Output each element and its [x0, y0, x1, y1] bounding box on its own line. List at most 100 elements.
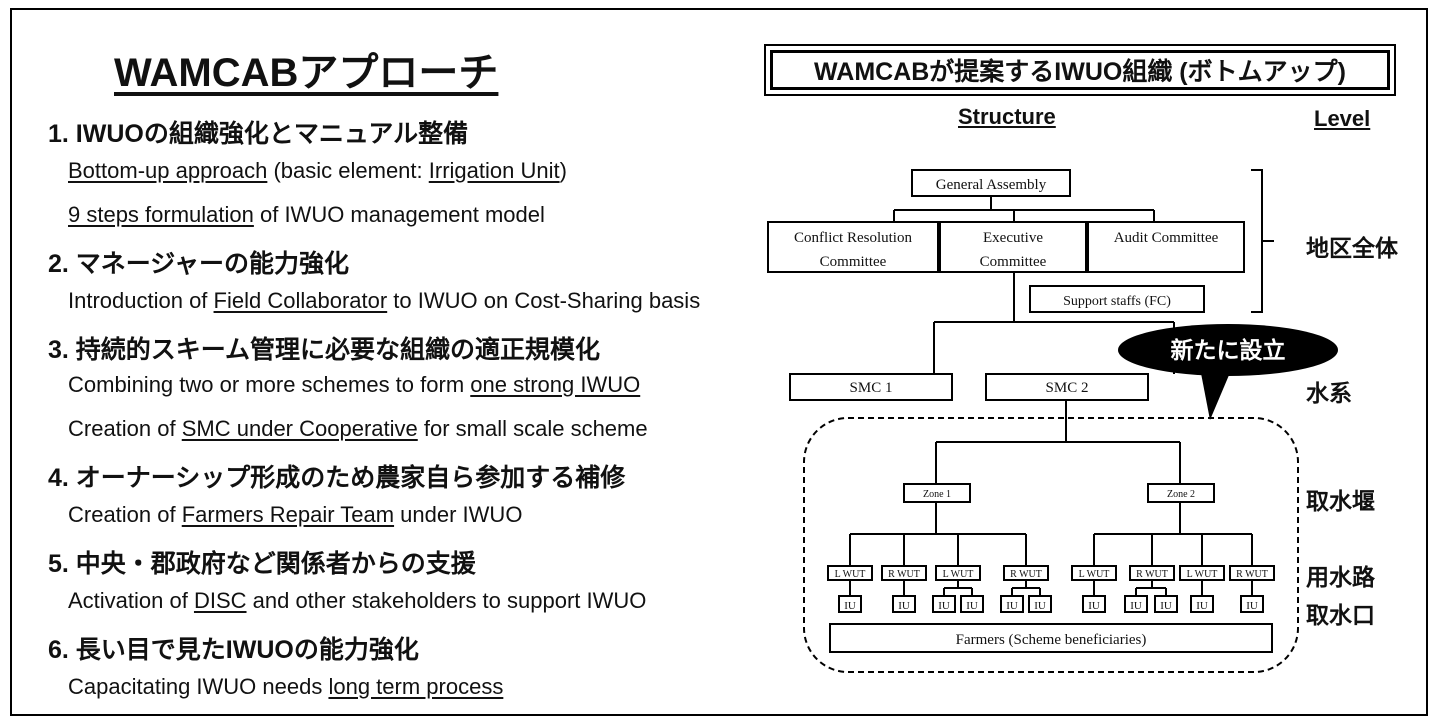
item-line: 9 steps formulation of IWUO management m…	[68, 202, 545, 228]
iu-box	[892, 595, 916, 613]
farmers-box	[829, 623, 1273, 653]
wut-label: R WUT	[1136, 569, 1168, 580]
conflict-resolution-label-1: Conflict Resolution	[794, 230, 912, 246]
item-line: Introduction of Field Collaborator to IW…	[68, 288, 700, 314]
item-heading: 1. IWUOの組織強化とマニュアル整備	[48, 120, 469, 148]
emphasized-term: Irrigation Unit	[428, 158, 560, 183]
callout: 新たに設立	[1118, 324, 1338, 420]
iu-box	[1240, 595, 1264, 613]
iu-label: IU	[1246, 600, 1258, 612]
iu-label: IU	[1006, 600, 1018, 612]
wut-label: R WUT	[888, 569, 920, 580]
emphasized-term: long term process	[328, 674, 504, 699]
zone1-box	[903, 483, 971, 503]
wut-box	[827, 565, 873, 581]
wut-label: L WUT	[1187, 569, 1218, 580]
item-line: Creation of SMC under Cooperative for sm…	[68, 416, 648, 442]
line-text: )	[559, 158, 567, 183]
line-text: and other stakeholders to support IWUO	[246, 588, 647, 613]
conflict-resolution-label-2: Committee	[820, 254, 887, 270]
executive-committee-label-2: Committee	[980, 254, 1047, 270]
emphasized-term: Farmers Repair Team	[181, 502, 395, 527]
level-label: Level	[1314, 106, 1371, 131]
line-text: Capacitating IWUO needs	[68, 674, 329, 699]
callout-label: 新たに設立	[1171, 337, 1286, 363]
smc2-label: SMC 2	[1046, 380, 1089, 396]
wut-box	[1179, 565, 1225, 581]
iu-label: IU	[1034, 600, 1046, 612]
emphasized-term: SMC under Cooperative	[181, 416, 418, 441]
iu-box	[1000, 595, 1024, 613]
line-text: Activation of	[68, 588, 194, 613]
slide-frame	[10, 8, 1428, 716]
item-heading: 6. 長い目で見たIWUOの能力強化	[48, 636, 419, 664]
main-title: WAMCABアプローチ	[114, 51, 499, 95]
iu-box	[838, 595, 862, 613]
wut-box	[1129, 565, 1175, 581]
new-establishment-group	[803, 417, 1299, 673]
line-text: Creation of	[68, 416, 182, 441]
level-weir: 取水堰	[1306, 488, 1375, 514]
wut-label: L WUT	[1079, 569, 1110, 580]
emphasized-term: one strong IWUO	[470, 372, 641, 397]
iu-label: IU	[1160, 600, 1172, 612]
zone2-box	[1147, 483, 1215, 503]
item-line: Capacitating IWUO needs long term proces…	[68, 674, 503, 700]
iu-label: IU	[1088, 600, 1100, 612]
smc2-box	[985, 373, 1149, 401]
emphasized-term: Bottom-up approach	[68, 158, 268, 183]
item-heading: 2. マネージャーの能力強化	[48, 250, 350, 278]
item-line: Bottom-up approach (basic element: Irrig…	[68, 158, 567, 184]
item-heading: 3. 持続的スキーム管理に必要な組織の適正規模化	[48, 336, 601, 364]
executive-committee-label-1: Executive	[983, 230, 1043, 246]
emphasized-term: Field Collaborator	[213, 288, 388, 313]
line-text: of IWUO management model	[253, 202, 545, 227]
wut-label: R WUT	[1010, 569, 1042, 580]
level-intake: 取水口	[1306, 602, 1375, 628]
smc1-label: SMC 1	[850, 380, 893, 396]
iu-box	[960, 595, 984, 613]
audit-committee-box	[1087, 221, 1245, 273]
line-text: to IWUO on Cost-Sharing basis	[387, 288, 701, 313]
audit-committee-label: Audit Committee	[1114, 230, 1219, 246]
org-title-box: WAMCABが提案するIWUO組織 (ボトムアップ)	[764, 44, 1396, 96]
district-bracket	[1251, 169, 1263, 313]
emphasized-term: DISC	[193, 588, 247, 613]
line-text: Introduction of	[68, 288, 214, 313]
iu-label: IU	[844, 600, 856, 612]
line-text: Combining two or more schemes to form	[68, 372, 471, 397]
line-text: (basic element:	[267, 158, 429, 183]
support-staffs-label: Support staffs (FC)	[1063, 294, 1171, 309]
wut-box	[1003, 565, 1049, 581]
iu-label: IU	[1196, 600, 1208, 612]
wut-label: L WUT	[835, 569, 866, 580]
wut-box	[1071, 565, 1117, 581]
line-text: for small scale scheme	[417, 416, 648, 441]
wut-box	[881, 565, 927, 581]
level-canal: 用水路	[1306, 564, 1375, 590]
level-district: 地区全体	[1306, 235, 1398, 261]
item-line: Combining two or more schemes to form on…	[68, 372, 640, 398]
iu-label: IU	[966, 600, 978, 612]
iu-label: IU	[1130, 600, 1142, 612]
line-text: Creation of	[68, 502, 182, 527]
iu-label: IU	[938, 600, 950, 612]
general-assembly-box	[911, 169, 1071, 197]
iu-box	[1124, 595, 1148, 613]
farmers-label: Farmers (Scheme beneficiaries)	[956, 632, 1147, 648]
org-title: WAMCABが提案するIWUO組織 (ボトムアップ)	[770, 50, 1390, 90]
zone2-label: Zone 2	[1167, 489, 1195, 500]
emphasized-term: 9 steps formulation	[68, 202, 254, 227]
iu-box	[932, 595, 956, 613]
level-water-system: 水系	[1306, 380, 1352, 406]
support-staffs-box	[1029, 285, 1205, 313]
line-text: under IWUO	[394, 502, 523, 527]
wut-box	[935, 565, 981, 581]
structure-label: Structure	[958, 104, 1056, 129]
iu-box	[1082, 595, 1106, 613]
iu-label: IU	[898, 600, 910, 612]
iu-box	[1028, 595, 1052, 613]
iu-box	[1190, 595, 1214, 613]
item-heading: 4. オーナーシップ形成のため農家自ら参加する補修	[48, 464, 626, 492]
